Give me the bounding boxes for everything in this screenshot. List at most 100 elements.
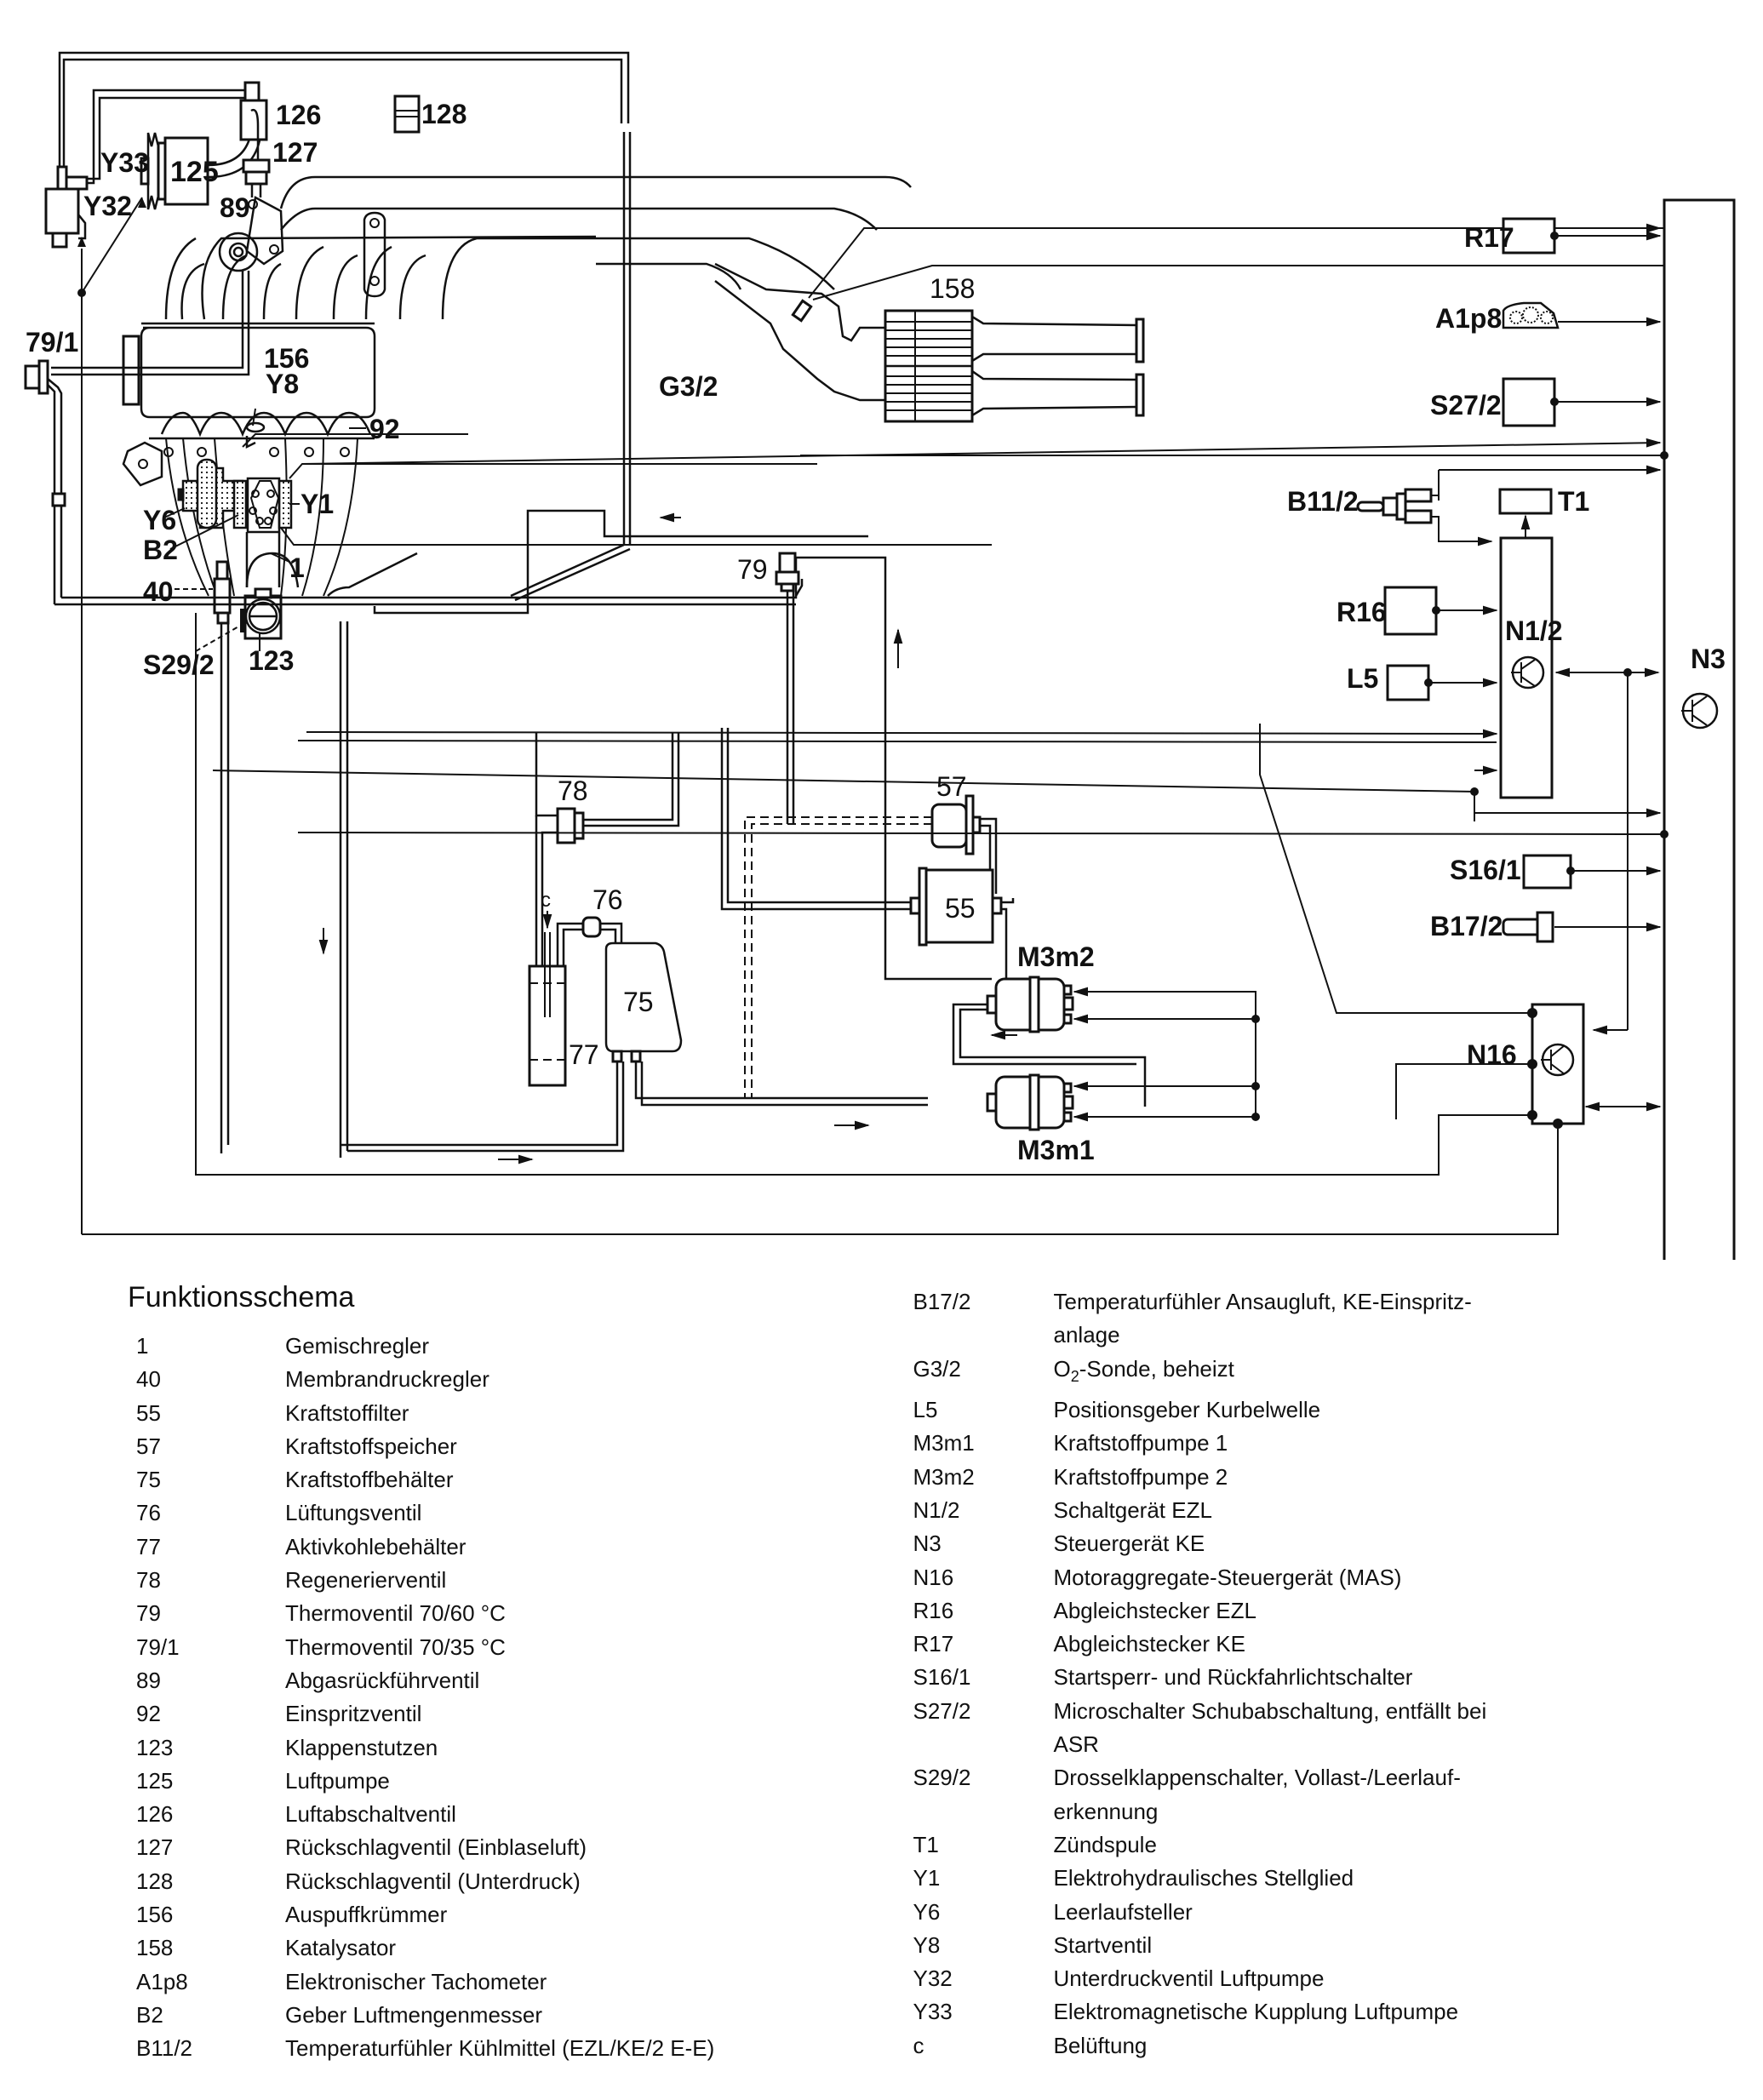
legend-code: 156 xyxy=(136,1902,174,1928)
label-y8: Y8 xyxy=(266,369,299,399)
label-l5: L5 xyxy=(1347,663,1378,694)
adjust-plug-r16 xyxy=(1383,586,1498,636)
legend-code: S27/2 xyxy=(913,1697,971,1724)
label-b11-2: B11/2 xyxy=(1287,486,1359,517)
label-r16: R16 xyxy=(1337,597,1387,627)
label-89: 89 xyxy=(220,192,250,223)
legend-code: 40 xyxy=(136,1366,161,1393)
label-125: 125 xyxy=(170,156,219,188)
legend-code: L5 xyxy=(913,1397,938,1423)
switch-unit-n1-2 xyxy=(1499,536,1554,799)
legend-description: Lüftungsventil xyxy=(285,1500,422,1526)
legend-description: Abgleichstecker EZL xyxy=(1053,1597,1256,1623)
flow-arrows xyxy=(318,512,1017,1164)
legend-code: M3m1 xyxy=(913,1430,975,1456)
label-b17-2: B17/2 xyxy=(1430,911,1503,941)
label-m3m1: M3m1 xyxy=(1017,1135,1095,1165)
label-156: 156 xyxy=(264,343,309,374)
legend-code: G3/2 xyxy=(913,1355,961,1382)
legend-code: Y6 xyxy=(913,1898,941,1925)
legend-description: Kraftstoffspeicher xyxy=(285,1433,457,1459)
label-127: 127 xyxy=(272,137,318,168)
legend-description: Kraftstoffpumpe 2 xyxy=(1053,1463,1228,1490)
legend-code: R17 xyxy=(913,1631,954,1657)
legend-code: N16 xyxy=(913,1564,954,1590)
legend-code: 127 xyxy=(136,1834,174,1861)
legend-description: Rückschlagventil (Einblaseluft) xyxy=(285,1834,587,1861)
legend-description: Kraftstoffilter xyxy=(285,1399,409,1426)
legend-row: 127 Rückschlagventil (Einblaseluft) xyxy=(128,1831,918,1864)
fuel-tank-75 xyxy=(341,941,928,1153)
catalytic-converter-158 xyxy=(714,262,1145,423)
label-55: 55 xyxy=(945,893,976,924)
label-s29-2: S29/2 xyxy=(143,649,215,680)
legend-description: Elektrohydraulisches Stellglied xyxy=(1053,1865,1354,1891)
label-79-1: 79/1 xyxy=(26,327,78,358)
thermo-valve-79 xyxy=(775,552,800,824)
legend-row: R16 Abgleichstecker EZL xyxy=(913,1594,1703,1628)
legend-description: Auspuffkrümmer xyxy=(285,1902,448,1928)
vacuum-lines xyxy=(58,51,632,602)
label-40: 40 xyxy=(143,576,174,607)
legend-description: Thermoventil 70/35 °C xyxy=(285,1634,506,1660)
legend-row: 55 Kraftstoffilter xyxy=(128,1397,918,1430)
control-unit-n3 xyxy=(1663,198,1736,1260)
legend-code: 57 xyxy=(136,1433,161,1459)
legend-code: 126 xyxy=(136,1801,174,1828)
label-76: 76 xyxy=(592,884,623,915)
legend-code: 1 xyxy=(136,1333,149,1359)
pump-power-lines xyxy=(1073,987,1260,1122)
legend-code: Y32 xyxy=(913,1966,953,1992)
label-78: 78 xyxy=(558,775,588,806)
legend-description: Temperaturfühler Ansaugluft, KE-Einsprit… xyxy=(1053,1289,1472,1348)
signal-line-y33 xyxy=(81,197,143,294)
charcoal-canister-77 xyxy=(528,911,567,1087)
intake-air-sensor-b17-2 xyxy=(1502,911,1662,943)
legend-code: Y8 xyxy=(913,1931,941,1958)
label-t1: T1 xyxy=(1558,486,1589,517)
legend-code: R16 xyxy=(913,1597,954,1623)
label-79: 79 xyxy=(737,554,768,585)
valve-126-127 xyxy=(239,81,271,197)
label-y6: Y6 xyxy=(143,505,176,535)
legend-row: 57 Kraftstoffspeicher xyxy=(128,1430,918,1463)
label-r17: R17 xyxy=(1464,222,1514,253)
n1-2-connections xyxy=(212,667,1669,1035)
fuel-accumulator-57 xyxy=(930,794,998,894)
throttle-body-123 xyxy=(243,552,300,640)
legend-description: Einspritzventil xyxy=(285,1701,422,1727)
legend-code: 89 xyxy=(136,1667,161,1693)
legend-title: Funktionsschema xyxy=(128,1281,355,1313)
label-92: 92 xyxy=(369,414,400,444)
legend-description: Schaltgerät EZL xyxy=(1053,1496,1212,1523)
mixture-regulator-1 xyxy=(232,433,992,587)
legend-code: Y33 xyxy=(913,1999,953,2025)
label-a1p8: A1p8 xyxy=(1435,303,1502,334)
label-75: 75 xyxy=(623,987,654,1017)
legend-description: Gemischregler xyxy=(285,1333,430,1359)
function-schematic: Y32 125 Y33 126 127 128 89 xyxy=(24,51,1736,1260)
legend-description: Positionsgeber Kurbelwelle xyxy=(1053,1397,1321,1423)
legend-code: 55 xyxy=(136,1399,161,1426)
fuel-filter-55 xyxy=(720,728,1015,1015)
legend-code: 76 xyxy=(136,1500,161,1526)
coolant-sensor-b11-2 xyxy=(1356,470,1493,546)
label-1: 1 xyxy=(289,552,305,583)
